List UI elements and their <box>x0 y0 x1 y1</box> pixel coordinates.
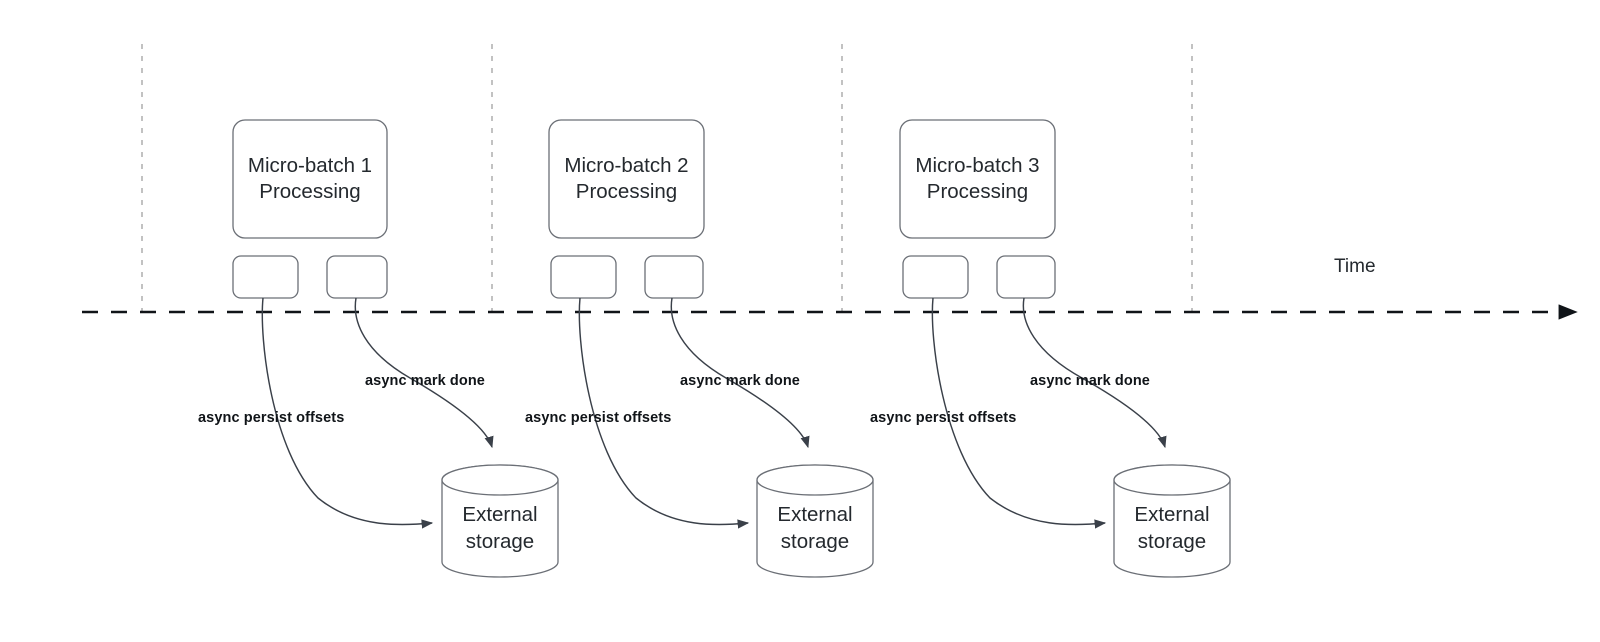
micro-batch-box-2 <box>548 119 705 239</box>
async-mark-done-edge-2 <box>670 297 810 449</box>
timeline-tick-lines <box>141 44 1193 318</box>
async-persist-offsets-label-3: async persist offsets <box>870 410 1017 426</box>
async-persist-offsets-edge-2 <box>578 297 750 529</box>
external-storage-cylinder-top-1 <box>441 464 559 496</box>
mark-done-task-box-3 <box>996 255 1056 299</box>
async-mark-done-label-1: async mark done <box>365 373 485 389</box>
persist-offsets-task-box-1 <box>232 255 299 299</box>
external-storage-cylinder-top-2 <box>756 464 874 496</box>
async-mark-done-edge-1 <box>354 297 494 449</box>
persist-offsets-task-box-2 <box>550 255 617 299</box>
async-persist-offsets-label-2: async persist offsets <box>525 410 672 426</box>
micro-batch-box-1 <box>232 119 388 239</box>
async-persist-offsets-label-1: async persist offsets <box>198 410 345 426</box>
persist-offsets-task-box-3 <box>902 255 969 299</box>
async-persist-offsets-edge-3 <box>931 297 1107 529</box>
async-mark-done-label-3: async mark done <box>1030 373 1150 389</box>
async-persist-offsets-edge-1 <box>261 297 434 529</box>
mark-done-task-box-2 <box>644 255 704 299</box>
micro-batch-box-3 <box>899 119 1056 239</box>
async-mark-done-edge-3 <box>1022 297 1167 449</box>
diagram-shapes <box>232 119 1231 578</box>
diagram-edges <box>261 297 1167 529</box>
mark-done-task-box-1 <box>326 255 388 299</box>
async-mark-done-label-2: async mark done <box>680 373 800 389</box>
time-axis-label: Time <box>1334 256 1376 277</box>
external-storage-cylinder-top-3 <box>1113 464 1231 496</box>
